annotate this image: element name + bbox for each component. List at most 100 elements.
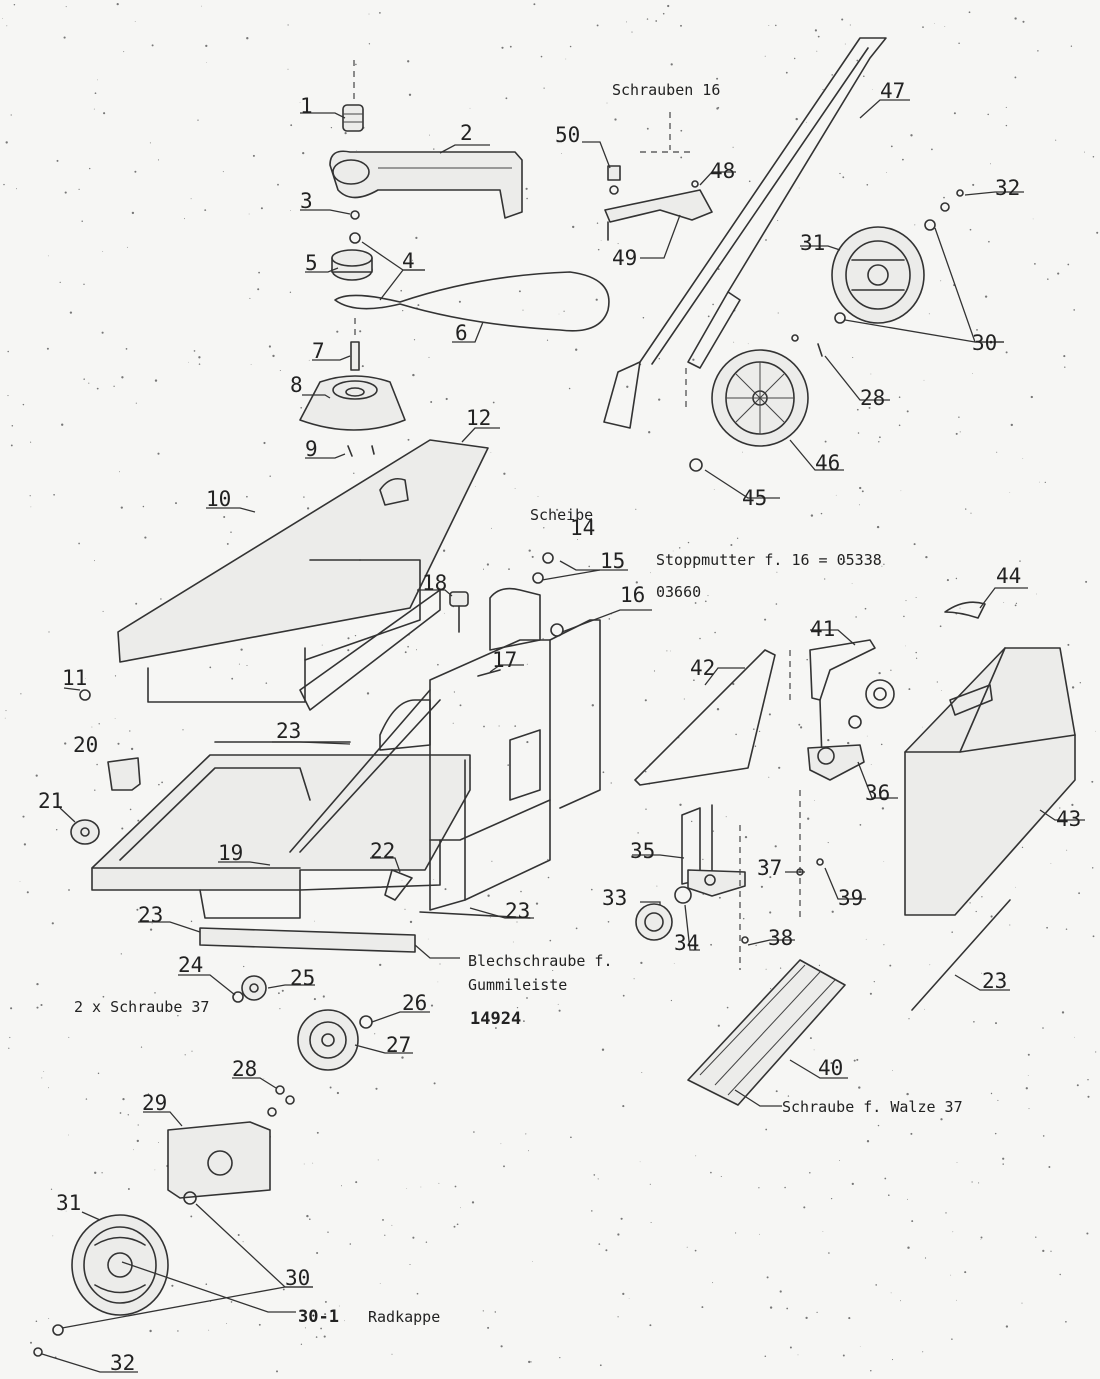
label-35: 35 (630, 839, 655, 863)
scan-speck (807, 817, 810, 820)
scan-speck (7, 350, 9, 353)
scan-speck (324, 1315, 326, 1318)
note-schraube-37: 2 x Schraube 37 (74, 998, 209, 1016)
label-14: 14 (570, 516, 595, 540)
scan-speck (151, 923, 153, 925)
scan-speck (1022, 20, 1025, 23)
scan-speck (316, 1251, 319, 1255)
part-3-washer (350, 210, 360, 220)
scan-speck (94, 1171, 97, 1174)
scan-speck (547, 876, 550, 879)
part-29-cover (167, 1121, 271, 1199)
scan-speck (94, 789, 96, 791)
scan-speck (514, 725, 517, 727)
scan-speck (958, 42, 960, 45)
scan-speck (732, 146, 734, 148)
label-27: 27 (386, 1033, 411, 1057)
scan-speck (779, 967, 782, 969)
scan-speck (768, 25, 770, 26)
scan-speck (794, 57, 796, 60)
scan-speck (1015, 886, 1017, 888)
scan-speck (561, 153, 562, 155)
label-32-a: 32 (110, 1351, 135, 1375)
scan-speck (936, 681, 938, 683)
scan-speck (1021, 1302, 1023, 1304)
part-34-washer (674, 886, 692, 904)
part-43-cover (904, 647, 1076, 916)
scan-speck (1021, 846, 1024, 849)
scan-speck (322, 995, 325, 998)
part-6-belt (334, 271, 610, 332)
scan-speck (600, 240, 602, 242)
scan-speck (347, 649, 350, 652)
scan-speck (1050, 863, 1052, 865)
scan-speck (701, 1306, 704, 1309)
part-36-plate (807, 679, 895, 781)
scan-speck (827, 842, 829, 844)
scan-speck (210, 1301, 212, 1303)
scan-speck (642, 317, 645, 319)
scan-speck (119, 1112, 122, 1114)
part-15-washer (532, 572, 544, 584)
scan-speck (662, 12, 665, 15)
scan-speck (712, 1282, 714, 1284)
scan-speck (205, 1283, 208, 1285)
part-number-labels: 1 2 3 4 5 6 7 8 9 10 11 12 14 15 16 17 1… (38, 79, 1081, 1375)
scan-speck (329, 1086, 332, 1089)
scan-speck (667, 4, 670, 8)
scan-speck (678, 547, 681, 549)
scan-speck (344, 132, 347, 135)
part-19-housing (91, 754, 471, 919)
scan-speck (459, 704, 462, 707)
scan-speck (81, 220, 83, 223)
scan-speck (813, 1049, 815, 1051)
part-31-wheel-right (831, 226, 925, 324)
scan-speck (64, 742, 67, 745)
scan-speck (758, 730, 761, 733)
scan-speck (114, 718, 116, 719)
scan-speck (413, 339, 416, 341)
scan-speck (35, 774, 38, 777)
scan-speck (928, 313, 930, 315)
label-9: 9 (305, 437, 318, 461)
scan-speck (97, 79, 98, 81)
scan-speck (56, 159, 59, 162)
scan-speck (113, 385, 115, 387)
scan-speck (758, 1187, 760, 1189)
scan-speck (427, 938, 429, 940)
scan-speck (1096, 231, 1099, 234)
scan-speck (1036, 593, 1038, 595)
scan-speck (905, 645, 906, 647)
scan-speck (97, 1072, 100, 1075)
scan-speck (526, 997, 528, 999)
scan-speck (1002, 1163, 1004, 1165)
scan-speck (408, 93, 412, 96)
scan-speck (290, 124, 293, 127)
scan-speck (315, 1336, 318, 1338)
label-7: 7 (312, 339, 325, 363)
scan-speck (6, 25, 8, 27)
scan-speck (78, 542, 80, 545)
scan-speck (391, 1224, 393, 1226)
part-35-bracket (681, 804, 746, 897)
note-walze: Schraube f. Walze 37 (782, 1098, 963, 1116)
scan-speck (1042, 1135, 1045, 1137)
scan-speck (498, 725, 500, 727)
scan-speck (473, 1131, 475, 1133)
scan-speck (644, 699, 647, 702)
scan-speck (382, 1218, 384, 1221)
scan-speck (175, 502, 177, 505)
scan-speck (379, 1283, 381, 1284)
scan-speck (523, 1020, 525, 1022)
scan-speck (878, 441, 880, 443)
scan-speck (946, 579, 949, 582)
scan-speck (656, 885, 658, 887)
scan-speck (1070, 45, 1073, 47)
label-50: 50 (555, 123, 580, 147)
scan-speck (879, 436, 881, 439)
scan-speck (707, 315, 710, 318)
scan-speck (30, 1341, 32, 1344)
scan-speck (359, 330, 362, 333)
note-blechschraube-2: Gummileiste (468, 976, 567, 994)
part-10-lid (117, 439, 489, 703)
